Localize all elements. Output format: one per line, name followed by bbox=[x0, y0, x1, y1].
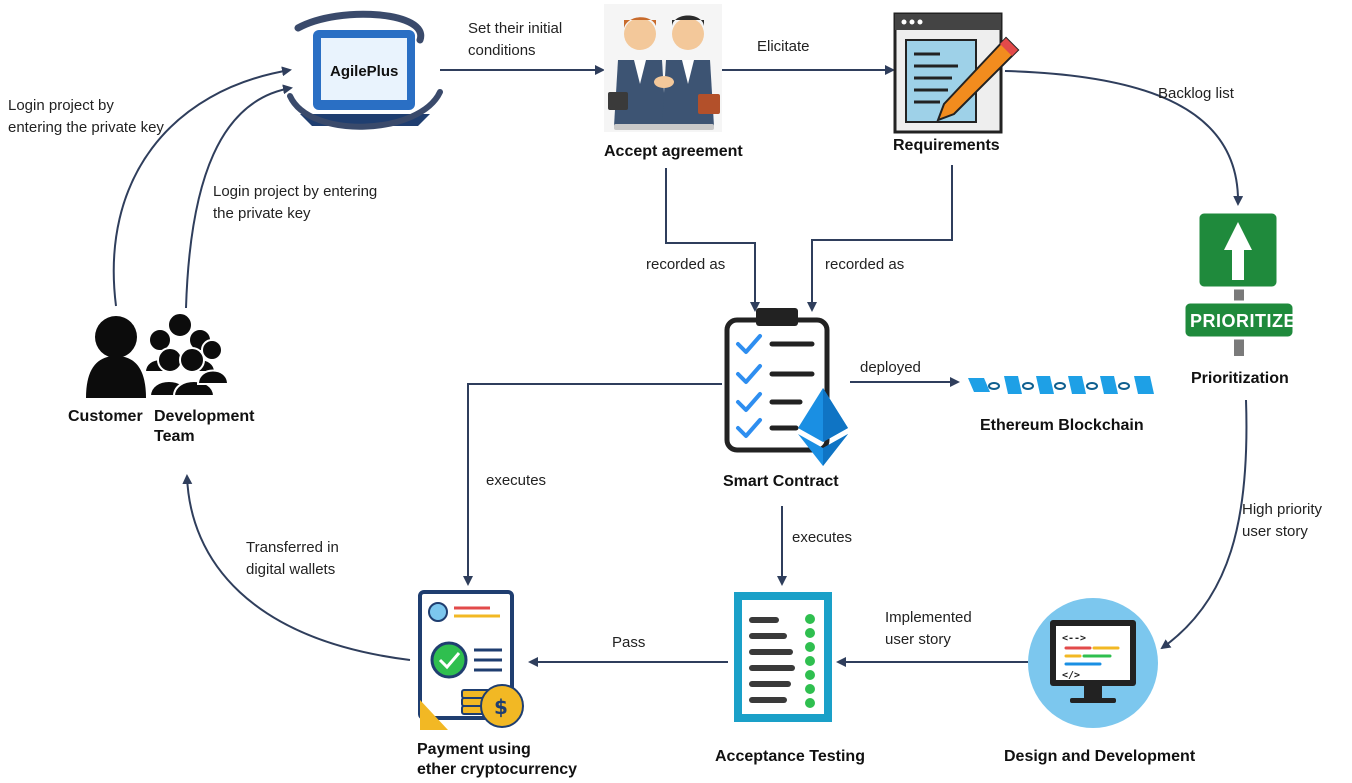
payment-label-line-1: Payment using bbox=[417, 741, 531, 758]
edge-label-transferred-line-1: Transferred in bbox=[246, 539, 339, 556]
arrow-requirements-to-contract bbox=[807, 165, 953, 312]
edge-label-implemented: Implemented user story bbox=[885, 607, 972, 651]
development-team-label-line-1: Development bbox=[154, 408, 255, 425]
arrow-prioritization-to-design bbox=[1160, 399, 1248, 650]
edge-label-implemented-line-2: user story bbox=[885, 631, 951, 648]
arrow-customer-login bbox=[112, 66, 292, 307]
edge-label-high-priority: High priority user story bbox=[1242, 499, 1322, 543]
svg-text:</>: </> bbox=[1062, 670, 1080, 681]
blockchain-chain-icon bbox=[968, 376, 1154, 394]
design-development-monitor-icon: <--> </> bbox=[1028, 598, 1158, 728]
payment-label: Payment using ether cryptocurrency bbox=[417, 740, 577, 780]
design-development-label: Design and Development bbox=[1004, 748, 1196, 765]
edge-label-recorded-as-right: recorded as bbox=[825, 256, 905, 273]
edge-label-pass: Pass bbox=[612, 634, 646, 651]
customer-person-icon bbox=[86, 316, 146, 398]
arrow-contract-executes-payment bbox=[463, 383, 722, 586]
arrow-requirements-to-prioritization bbox=[1004, 70, 1244, 206]
svg-text:<-->: <--> bbox=[1062, 633, 1086, 644]
accept-agreement-label: Accept agreement bbox=[604, 143, 743, 160]
prioritization-label: Prioritization bbox=[1191, 370, 1289, 387]
development-team-icon bbox=[143, 312, 230, 397]
customer-label: Customer bbox=[68, 408, 143, 425]
edge-label-customer-login-line-1: Login project by bbox=[8, 97, 114, 114]
agileplus-laptop-icon bbox=[287, 10, 443, 130]
edge-label-customer-login: Login project by entering the private ke… bbox=[8, 95, 164, 139]
arrow-agreement-to-contract bbox=[665, 168, 760, 312]
svg-text:$: $ bbox=[494, 695, 508, 719]
edge-label-team-login-line-1: Login project by entering bbox=[213, 183, 378, 200]
prioritize-sign-icon bbox=[1182, 210, 1296, 356]
smart-contract-label: Smart Contract bbox=[723, 473, 839, 490]
edge-label-executes-left: executes bbox=[486, 472, 547, 489]
edge-label-customer-login-line-2: entering the private key bbox=[8, 119, 164, 136]
smart-contract-clipboard-icon bbox=[724, 308, 830, 453]
edge-label-set-initial-line-2: conditions bbox=[468, 42, 536, 59]
arrow-team-login bbox=[185, 84, 293, 309]
ethereum-logo-icon bbox=[798, 388, 848, 466]
edge-label-team-login: Login project by entering the private ke… bbox=[213, 181, 377, 225]
edge-label-team-login-line-2: the private key bbox=[213, 205, 311, 222]
edge-label-executes-down: executes bbox=[792, 529, 853, 546]
acceptance-testing-label: Acceptance Testing bbox=[715, 748, 865, 765]
payment-label-line-2: ether cryptocurrency bbox=[417, 761, 578, 778]
edge-label-backlog-list: Backlog list bbox=[1158, 85, 1234, 102]
edge-label-deployed: deployed bbox=[860, 359, 921, 376]
arrow-payment-to-team bbox=[182, 474, 411, 661]
ethereum-blockchain-label: Ethereum Blockchain bbox=[980, 417, 1144, 434]
edge-label-transferred: Transferred in digital wallets bbox=[246, 537, 339, 581]
development-team-label-line-2: Team bbox=[154, 428, 195, 445]
edge-label-recorded-as-left: recorded as bbox=[646, 256, 726, 273]
edge-label-high-priority-line-1: High priority bbox=[1242, 501, 1323, 518]
edge-label-implemented-line-1: Implemented bbox=[885, 609, 972, 626]
handshake-icon bbox=[604, 4, 722, 132]
requirements-label: Requirements bbox=[893, 137, 1000, 154]
payment-receipt-icon: $ bbox=[418, 590, 524, 730]
edge-label-high-priority-line-2: user story bbox=[1242, 523, 1308, 540]
development-team-label: Development Team bbox=[154, 407, 254, 447]
edge-label-set-initial-line-1: Set their initial bbox=[468, 20, 563, 37]
prioritize-sign-label: PRIORITIZE bbox=[1190, 311, 1297, 331]
requirements-document-icon bbox=[893, 12, 1020, 134]
edge-label-set-initial-conditions: Set their initial conditions bbox=[468, 18, 562, 62]
edge-label-elicitate: Elicitate bbox=[757, 38, 810, 55]
agileplus-label: AgilePlus bbox=[330, 63, 399, 80]
edge-label-transferred-line-2: digital wallets bbox=[246, 561, 336, 578]
acceptance-testing-checklist-icon bbox=[734, 592, 832, 722]
